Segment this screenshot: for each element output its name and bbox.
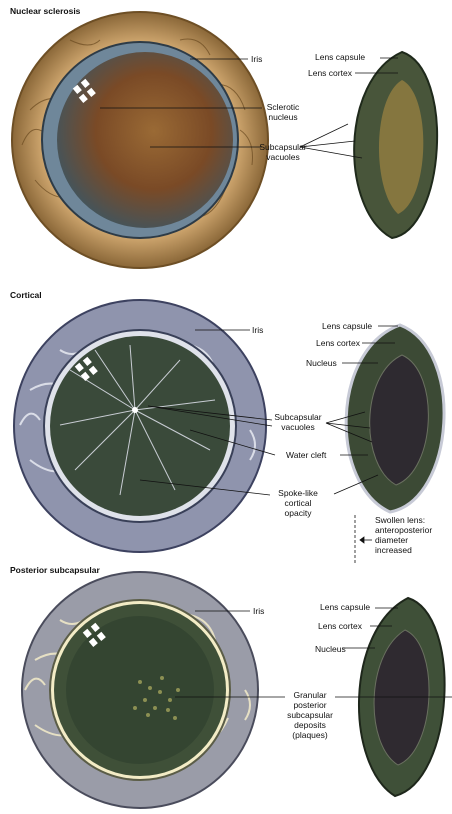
label-subcapsular-vacuoles: Subcapsular vacuoles [274,412,321,432]
label-lens-capsule: Lens capsule [315,52,365,62]
nuclear-sclerosis-illustration [0,0,452,260]
label-granular-deposits: Granular posterior subcapsular deposits … [287,690,333,740]
label-subcapsular-vacuoles: Subcapsular vacuoles [259,142,306,162]
label-nucleus: Nucleus [306,358,337,368]
label-iris: Iris [253,606,264,616]
sclerotic-nucleus [57,52,233,228]
label-nucleus: Nucleus [315,644,346,654]
label-sclerotic-nucleus: Sclerotic nucleus [267,102,300,122]
label-lens-cortex: Lens cortex [318,621,362,631]
posterior-subcapsular-illustration [0,570,452,810]
label-lens-capsule: Lens capsule [320,602,370,612]
label-lens-cortex: Lens cortex [308,68,352,78]
label-iris: Iris [252,325,263,335]
label-spoke-like-cortical-opacity: Spoke-like cortical opacity [278,488,318,518]
label-lens-cortex: Lens cortex [316,338,360,348]
label-water-cleft: Water cleft [286,450,326,460]
label-lens-capsule: Lens capsule [322,321,372,331]
label-swollen-lens: Swollen lens: anteroposterior diameter i… [375,515,432,555]
label-iris: Iris [251,54,262,64]
